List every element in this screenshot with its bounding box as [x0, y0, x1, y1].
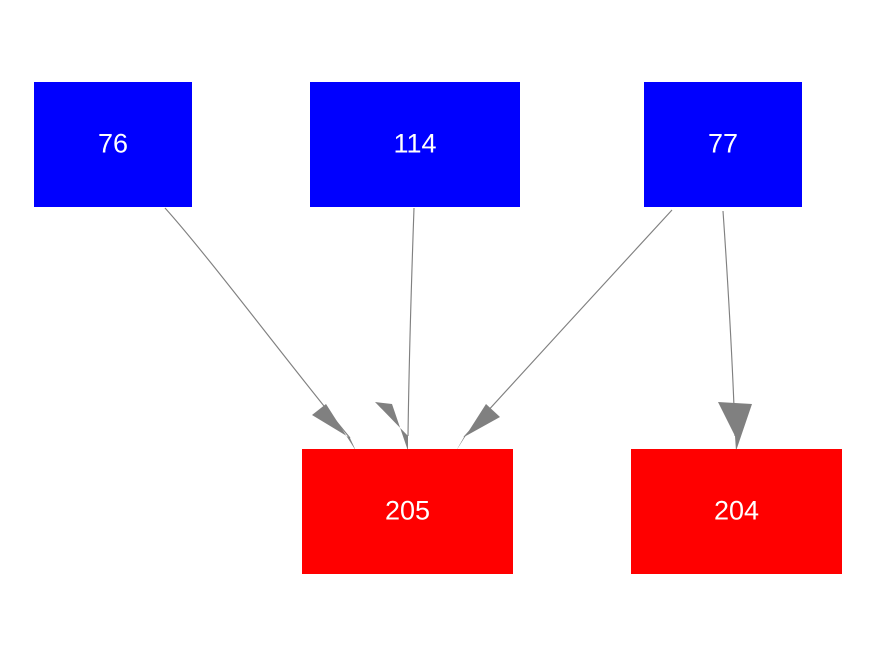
node-box — [631, 449, 842, 574]
node-label: 77 — [708, 129, 738, 159]
node-label: 114 — [393, 129, 436, 159]
node-205[interactable]: 205 — [302, 449, 513, 574]
node-box — [302, 449, 513, 574]
edge-line — [463, 209, 673, 438]
node-label: 76 — [98, 129, 128, 159]
edge-line — [164, 207, 351, 439]
arrowhead-icon — [456, 404, 500, 451]
node-77[interactable]: 77 — [644, 82, 802, 207]
node-box — [310, 82, 520, 207]
edge-line — [722, 210, 736, 437]
node-76[interactable]: 76 — [34, 82, 192, 207]
node-114[interactable]: 114 — [310, 82, 520, 207]
edges-layer — [164, 207, 752, 451]
edge-line — [407, 207, 415, 437]
arrowhead-icon — [718, 402, 752, 451]
node-box — [644, 82, 802, 207]
node-label: 204 — [714, 496, 759, 526]
nodes-layer: 76 114 77 205 204 — [34, 82, 842, 574]
arrowhead-icon — [312, 404, 356, 451]
edge-77-to-205[interactable] — [456, 209, 673, 451]
node-label: 205 — [385, 496, 430, 526]
arrowhead-icon — [375, 402, 408, 451]
edge-77-to-204[interactable] — [718, 210, 752, 451]
node-box — [34, 82, 192, 207]
node-204[interactable]: 204 — [631, 449, 842, 574]
edge-114-to-205[interactable] — [375, 207, 415, 451]
edge-76-to-205[interactable] — [164, 207, 356, 451]
